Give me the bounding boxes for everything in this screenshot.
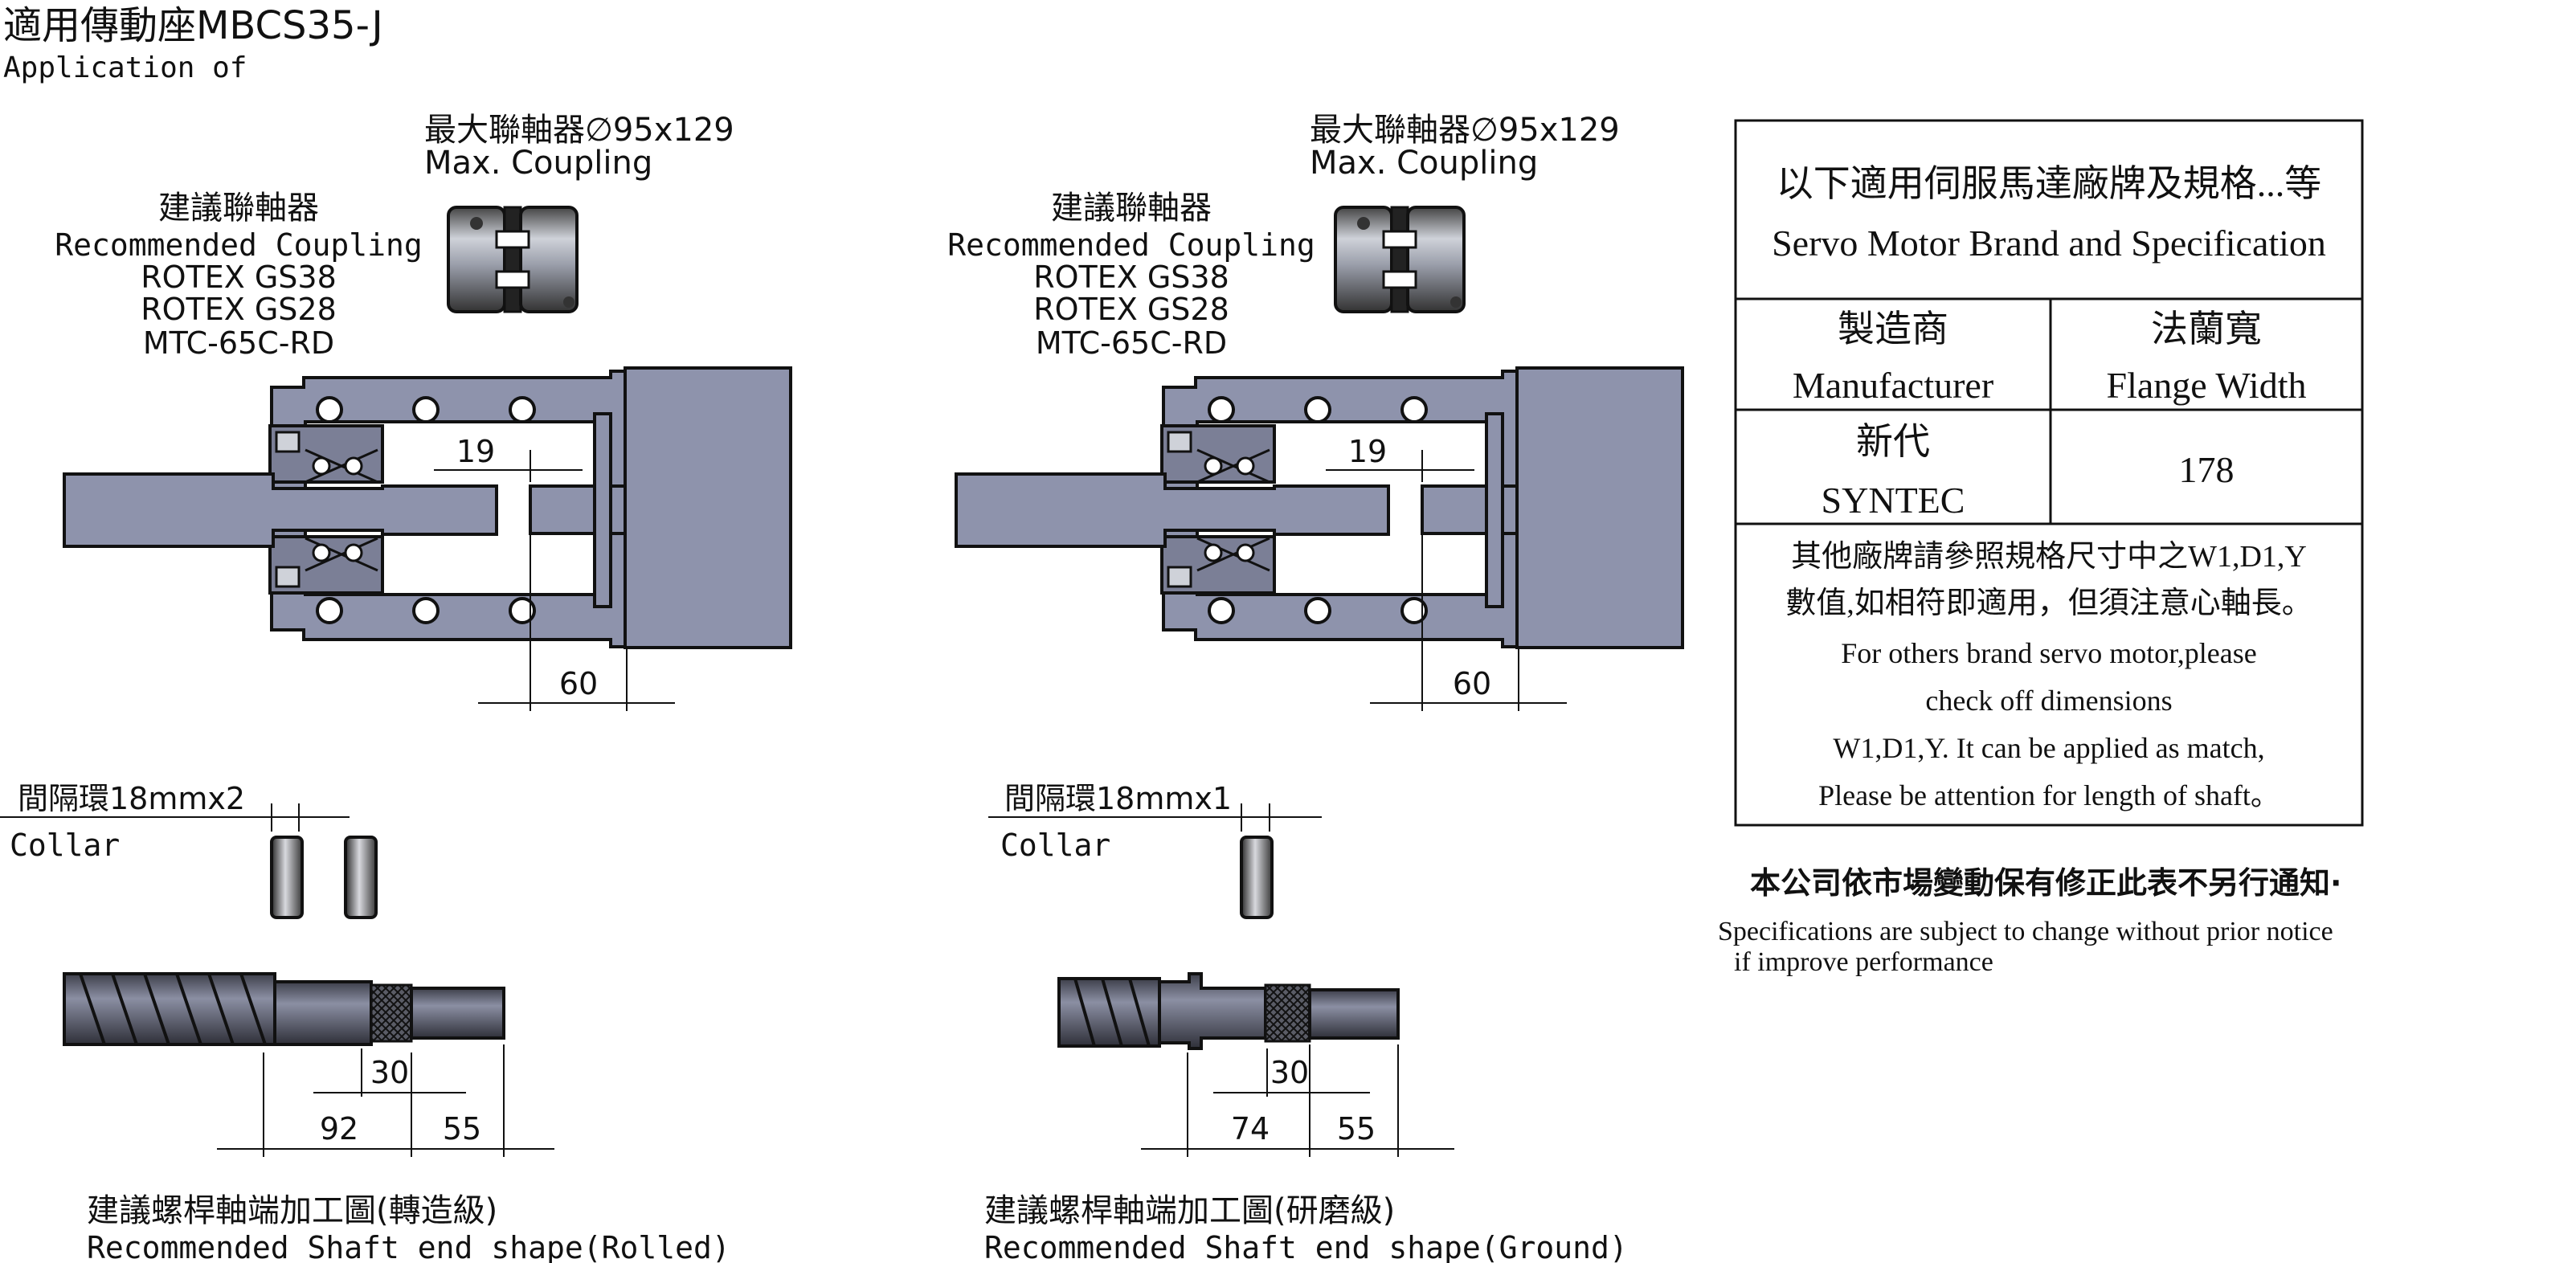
table-note-line-2: 數值,如相符即適用，但須注意心軸長。 bbox=[1785, 587, 2312, 620]
table-note-line-5: W1,D1,Y. It can be applied as match, bbox=[1833, 732, 2264, 764]
right-shaft-caption-zh: 建議螺桿軸端加工圖(研磨級) bbox=[984, 1192, 1395, 1229]
table-col2-en: Flange Width bbox=[2106, 365, 2306, 406]
left-collar-ring-2 bbox=[344, 836, 378, 919]
right-dim-gap: 19 bbox=[1348, 434, 1387, 469]
left-dim-a: 30 bbox=[370, 1055, 409, 1090]
left-dim-gap: 19 bbox=[456, 434, 495, 469]
left-model-1: ROTEX GS38 bbox=[141, 260, 337, 295]
table-col1-en: Manufacturer bbox=[1793, 365, 1993, 406]
right-dim-flange: 60 bbox=[1453, 666, 1491, 701]
right-model-2: ROTEX GS28 bbox=[1033, 292, 1229, 327]
table-brand-en: SYNTEC bbox=[1822, 480, 1965, 521]
left-model-2: ROTEX GS28 bbox=[141, 292, 337, 327]
left-rec-coupling-zh: 建議聯軸器 bbox=[158, 190, 319, 227]
right-assembly-group: 最大聯軸器∅95x129 Max. Coupling 建議聯軸器 Recomme… bbox=[947, 112, 1684, 1263]
left-assembly-drawing bbox=[63, 366, 792, 649]
right-rec-coupling-en: Recommended Coupling bbox=[947, 227, 1315, 263]
right-model-3: MTC-65C-RD bbox=[1036, 325, 1227, 361]
left-shaft-caption-en: Recommended Shaft end shape(Rolled) bbox=[87, 1230, 730, 1263]
right-shaft-caption-en: Recommended Shaft end shape(Ground) bbox=[984, 1230, 1628, 1263]
table-col2-zh: 法蘭寬 bbox=[2151, 309, 2262, 349]
right-model-1: ROTEX GS38 bbox=[1033, 260, 1229, 295]
left-dim-flange: 60 bbox=[559, 666, 598, 701]
right-dim-c: 55 bbox=[1337, 1111, 1376, 1147]
spec-table: 以下適用伺服馬達廠牌及規格...等 Servo Motor Brand and … bbox=[1734, 119, 2364, 827]
right-collar-ring-1 bbox=[1240, 836, 1274, 919]
left-max-coupling-en: Max. Coupling bbox=[424, 145, 652, 182]
table-flange-value: 178 bbox=[2179, 449, 2235, 490]
right-max-coupling-zh: 最大聯軸器∅95x129 bbox=[1310, 112, 1620, 149]
table-note-line-4: check off dimensions bbox=[1925, 685, 2172, 717]
table-note-line-6: Please be attention for length of shaft。 bbox=[1818, 779, 2280, 811]
left-shaft-caption-zh: 建議螺桿軸端加工圖(轉造級) bbox=[87, 1192, 497, 1229]
page-title: 適用傳動座MBCS35-J bbox=[3, 3, 383, 48]
notice-en-line1: Specifications are subject to change wit… bbox=[1718, 917, 2333, 946]
right-collar-zh: 間隔環18mmx1 bbox=[1004, 781, 1232, 816]
left-collar-zh: 間隔環18mmx2 bbox=[18, 781, 245, 816]
left-dim-b: 92 bbox=[320, 1111, 358, 1147]
page-subtitle: Application of bbox=[3, 51, 247, 84]
right-rec-coupling-zh: 建議聯軸器 bbox=[1051, 190, 1212, 227]
table-col1-zh: 製造商 bbox=[1838, 309, 1948, 349]
table-title-en: Servo Motor Brand and Specification bbox=[1772, 223, 2326, 264]
left-rec-coupling-en: Recommended Coupling bbox=[55, 227, 423, 263]
right-collar-en: Collar bbox=[1000, 828, 1110, 863]
left-shaft-end-drawing bbox=[63, 972, 505, 1046]
right-shaft-end-drawing bbox=[1057, 972, 1400, 1050]
right-dim-a: 30 bbox=[1270, 1055, 1309, 1090]
right-dim-b: 74 bbox=[1231, 1111, 1270, 1147]
notice-en-line2: if improve performance bbox=[1734, 947, 1993, 977]
table-title-zh: 以下適用伺服馬達廠牌及規格...等 bbox=[1777, 163, 2322, 204]
left-model-3: MTC-65C-RD bbox=[143, 325, 334, 361]
right-assembly-drawing bbox=[955, 366, 1684, 649]
table-note-line-1: 其他廠牌請參照規格尺寸中之W1,D1,Y bbox=[1791, 540, 2307, 574]
table-brand-zh: 新代 bbox=[1856, 421, 1930, 462]
left-dim-c: 55 bbox=[443, 1111, 481, 1147]
right-max-coupling-en: Max. Coupling bbox=[1310, 145, 1538, 182]
notice-zh: 本公司依市場變動保有修正此表不另行通知· bbox=[1750, 865, 2341, 901]
right-coupling-image bbox=[1334, 206, 1466, 313]
left-assembly-group: 最大聯軸器∅95x129 Max. Coupling 建議聯軸器 Recomme… bbox=[0, 112, 792, 1263]
left-collar-ring-1 bbox=[270, 836, 304, 919]
left-collar-en: Collar bbox=[10, 828, 120, 863]
left-coupling-image bbox=[447, 206, 579, 313]
table-note-line-3: For others brand servo motor,please bbox=[1841, 637, 2256, 669]
left-max-coupling-zh: 最大聯軸器∅95x129 bbox=[424, 112, 734, 149]
